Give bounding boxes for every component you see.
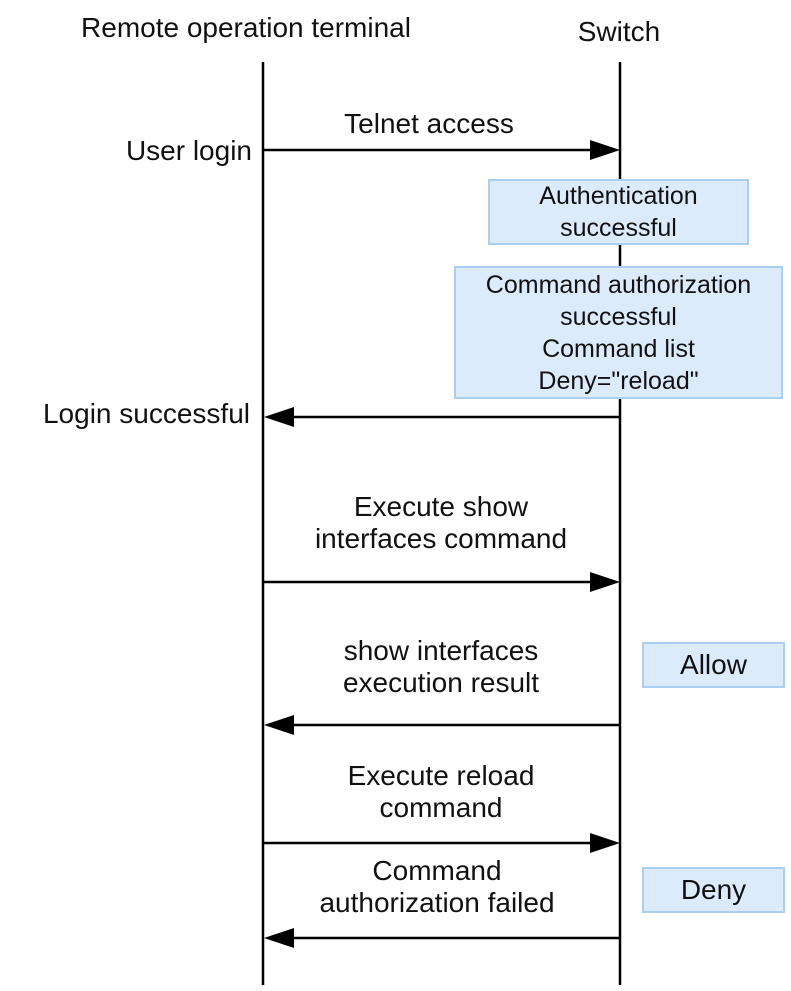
login-successful-label: Login successful	[42, 398, 250, 429]
lane-terminal-title: Remote operation terminal	[81, 12, 411, 43]
note-allow: Allow	[642, 642, 785, 688]
user-login-label: User login	[125, 135, 252, 166]
arrow-authorization-failed	[264, 928, 620, 948]
arrow-execute-show	[263, 572, 620, 592]
arrow-execute-reload	[263, 833, 620, 853]
message-execute-show: Execute show interfaces command	[314, 491, 568, 554]
note-authentication-successful: Authentication successful	[488, 179, 749, 245]
lane-switch-title: Switch	[577, 16, 661, 47]
arrow-show-result	[264, 715, 620, 735]
message-telnet-access: Telnet access	[344, 108, 514, 139]
message-authorization-failed: Command authorization failed	[319, 855, 555, 918]
message-show-result: show interfaces execution result	[342, 635, 540, 698]
note-command-authorization: Command authorization successful Command…	[454, 266, 783, 399]
message-execute-reload: Execute reload command	[347, 760, 535, 823]
note-deny: Deny	[642, 867, 785, 913]
arrow-telnet-access	[263, 140, 620, 160]
arrow-login-successful	[264, 407, 620, 427]
